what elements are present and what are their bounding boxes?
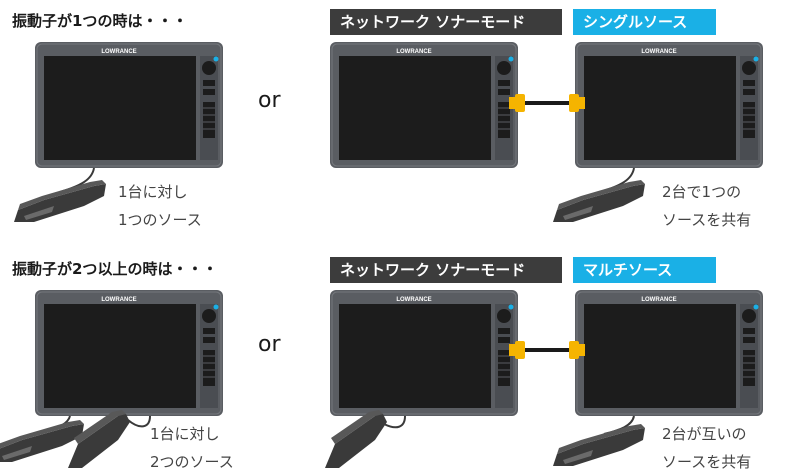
sonar-display-top-center: LOWRANCE <box>329 41 519 169</box>
caption-line: 1台に対し <box>150 425 220 443</box>
caption-line: ソースを共有 <box>662 453 752 471</box>
network-cable-top <box>509 94 585 112</box>
caption-top-left: 1台に対し 1つのソース <box>118 178 202 234</box>
sonar-display-bottom-center: LOWRANCE <box>329 289 519 417</box>
single-source-badge: シングルソース <box>573 9 716 35</box>
multi-source-badge: マルチソース <box>573 257 716 283</box>
network-sonar-mode-label-bottom: ネットワーク ソナーモード <box>330 257 562 283</box>
or-text-bottom: or <box>258 332 281 357</box>
sonar-display-bottom-right: LOWRANCE <box>574 289 764 417</box>
caption-line: 1台に対し <box>118 183 188 201</box>
brand-logo: LOWRANCE <box>101 297 136 303</box>
network-cable-bottom <box>509 341 585 359</box>
transducer-bottom-right <box>553 424 645 466</box>
caption-bottom-left: 1台に対し 2つのソース <box>150 420 234 476</box>
caption-line: 2台が互いの <box>662 425 747 443</box>
multi-transducer-heading: 振動子が2つ以上の時は・・・ <box>12 260 218 278</box>
single-transducer-heading: 振動子が1つの時は・・・ <box>12 12 188 30</box>
brand-logo: LOWRANCE <box>641 49 676 55</box>
sonar-display-top-left: LOWRANCE <box>34 41 224 169</box>
transducer-top-left <box>14 180 106 222</box>
brand-logo: LOWRANCE <box>641 297 676 303</box>
brand-logo: LOWRANCE <box>396 297 431 303</box>
caption-line: 2台で1つの <box>662 183 742 201</box>
transducer-bottom-left-2 <box>68 410 130 468</box>
caption-top-right: 2台で1つの ソースを共有 <box>662 178 751 234</box>
network-sonar-mode-label-top: ネットワーク ソナーモード <box>330 9 562 35</box>
caption-bottom-right: 2台が互いの ソースを共有 <box>662 420 751 476</box>
sonar-display-bottom-left: LOWRANCE <box>34 289 224 417</box>
transducer-bottom-left-1 <box>0 420 84 462</box>
transducer-bottom-center <box>325 410 387 468</box>
caption-line: ソースを共有 <box>662 211 752 229</box>
sonar-display-top-right: LOWRANCE <box>574 41 764 169</box>
caption-line: 1つのソース <box>118 211 202 229</box>
brand-logo: LOWRANCE <box>396 49 431 55</box>
caption-line: 2つのソース <box>150 453 234 471</box>
brand-logo: LOWRANCE <box>101 49 136 55</box>
transducer-top-right <box>553 180 645 222</box>
or-text-top: or <box>258 88 281 113</box>
